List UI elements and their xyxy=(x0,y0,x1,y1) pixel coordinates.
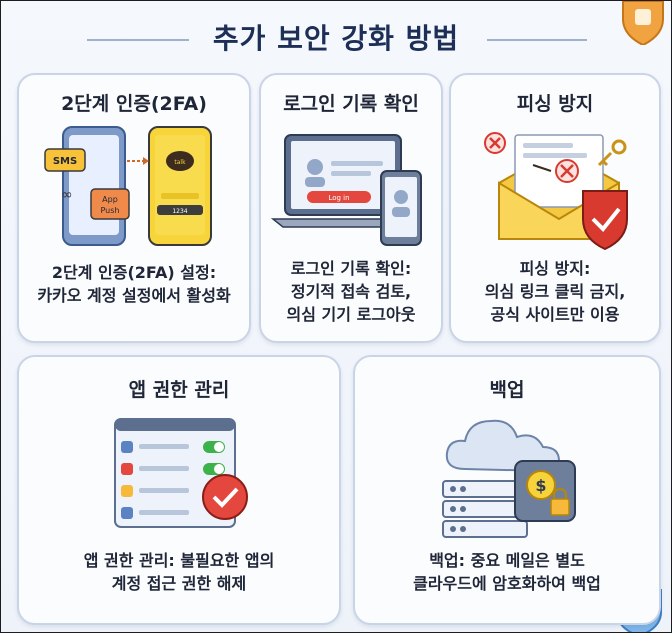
page-title: 추가 보안 강화 방법 xyxy=(212,22,460,55)
code-bar-text: 1234 xyxy=(172,208,187,215)
card-description: 피싱 방지: 의심 링크 클릭 금지, 공식 사이트만 이용 xyxy=(484,259,626,324)
cloud-backup-server-lock-icon: $ xyxy=(442,419,576,538)
card-title: 2단계 인증(2FA) xyxy=(61,93,207,115)
laptop-login-history-icon: Log in xyxy=(271,134,422,246)
card-phishing: 피싱 방지 피싱 방지: 의심 링크 클릭 금지, 공식 사이트만 이용 xyxy=(449,73,661,343)
title-divider-right xyxy=(487,39,587,41)
sms-bubble-text: SMS xyxy=(53,156,77,167)
card-description: 2단계 인증(2FA) 설정: 카카오 계정 설정에서 활성화 xyxy=(37,263,231,305)
card-backup: 백업 $ 백업: 중요 메일은 별도 클라우드에 암호화하여 백업 xyxy=(353,355,661,625)
svg-text:$: $ xyxy=(535,476,546,495)
svg-text:App: App xyxy=(102,195,118,204)
corner-shield-icon xyxy=(622,1,664,45)
phishing-envelope-shield-icon xyxy=(484,132,628,251)
card-description: 백업: 중요 메일은 별도 클라우드에 암호화하여 백업 xyxy=(413,551,601,593)
card-description: 로그인 기록 확인: 정기적 접속 검토, 의심 기기 로그아웃 xyxy=(286,259,416,324)
svg-text:∞: ∞ xyxy=(61,187,73,203)
alert-label: Log in xyxy=(328,194,349,202)
card-title: 로그인 기록 확인 xyxy=(283,93,419,115)
card-title: 앱 권한 관리 xyxy=(128,379,230,401)
card-app-permissions: 앱 권한 관리 앱 권한 관리: 불필요한 앱의 계정 접근 권한 해제 xyxy=(17,355,341,625)
card-2fa: 2단계 인증(2FA) 1234 talk SMS App Push ∞ 2단계… xyxy=(17,73,251,343)
svg-text:Push: Push xyxy=(101,206,120,215)
phone-sms-app-icon: 1234 talk SMS App Push ∞ xyxy=(44,126,212,246)
card-title: 피싱 방지 xyxy=(516,93,594,115)
app-permission-toggle-icon xyxy=(114,418,248,528)
title-divider-left xyxy=(87,39,189,41)
card-description: 앱 권한 관리: 불필요한 앱의 계정 접근 권한 해제 xyxy=(83,551,275,593)
kakao-badge-text: talk xyxy=(174,159,186,166)
card-title: 백업 xyxy=(489,379,525,401)
card-login-history: 로그인 기록 확인 Log in 로그인 기록 확인: 정기적 접속 검토, 의… xyxy=(259,73,443,343)
